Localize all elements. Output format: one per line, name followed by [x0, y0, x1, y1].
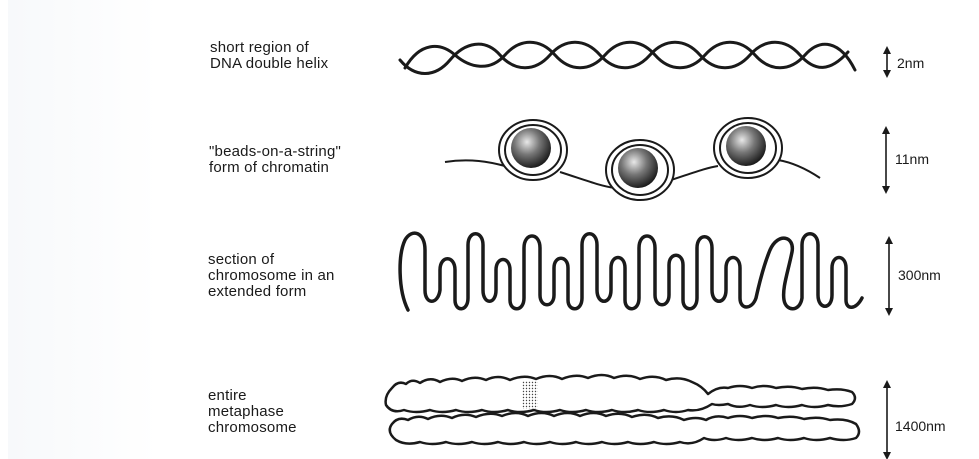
chromatid-upper [386, 375, 855, 412]
nucleosome-bead [714, 118, 782, 178]
centromere-band [522, 381, 538, 409]
nucleosome-bead [606, 140, 674, 200]
dna-double-helix [400, 42, 855, 73]
nucleosome-bead [499, 120, 567, 180]
extended-chromatin-fiber [400, 233, 862, 310]
scale-bars [886, 50, 889, 456]
chromatid-lower [390, 413, 859, 444]
metaphase-chromosome [386, 375, 859, 444]
beads-on-a-string [445, 118, 820, 200]
